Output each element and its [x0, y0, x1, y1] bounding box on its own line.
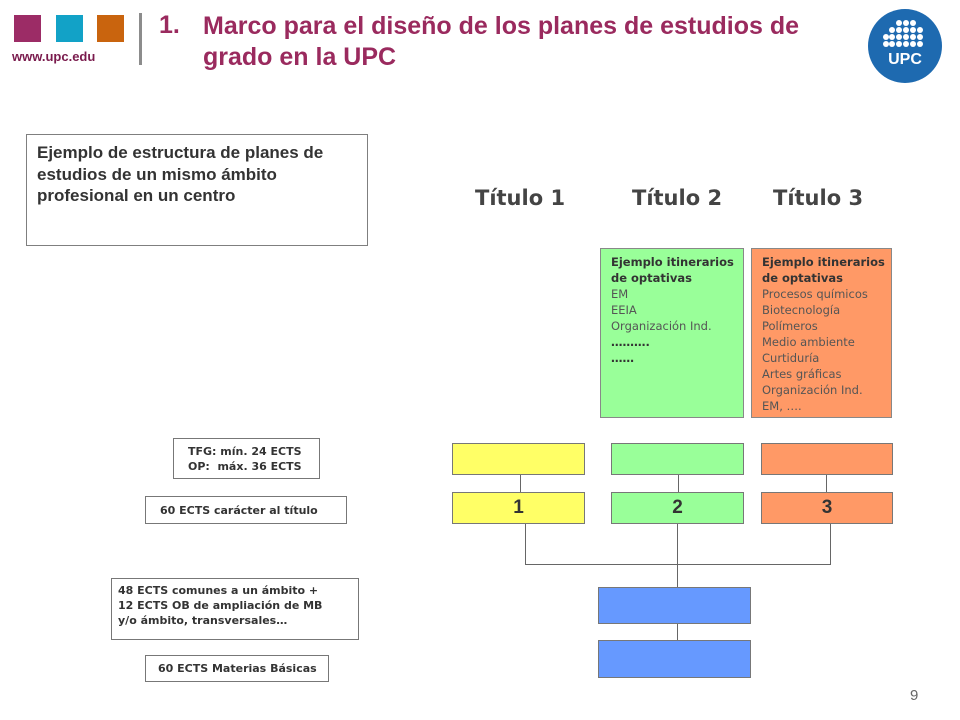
- connector-line: [525, 564, 831, 565]
- itinerario-item: Polímeros: [762, 319, 818, 333]
- itinerario-item: Organización Ind.: [611, 319, 712, 333]
- page-title: Marco para el diseño de los planes de es…: [203, 12, 800, 71]
- comunes-line: y/o ámbito, transversales…: [118, 614, 288, 627]
- brand-square-magenta: [14, 15, 41, 42]
- op-label: OP: máx. 36 ECTS: [188, 460, 302, 473]
- tfg-op-label-box: TFG: mín. 24 ECTS OP: máx. 36 ECTS: [173, 438, 320, 479]
- titulo-3-heading: Título 3: [773, 186, 864, 210]
- titulo-2-optativas-block: [611, 443, 744, 475]
- itinerario-item: Artes gráficas: [762, 367, 842, 381]
- itinerario-item: EM: [611, 287, 629, 301]
- connector-line: [677, 523, 678, 565]
- itinerario-item: Curtiduría: [762, 351, 820, 365]
- connector-line: [525, 523, 526, 565]
- comunes-line: 12 ECTS OB de ampliación de MB: [118, 599, 323, 612]
- itinerario-item: ……: [611, 351, 634, 365]
- itinerarios-heading: de optativas: [611, 271, 692, 285]
- titulo-3-optativas-block: [761, 443, 893, 475]
- itinerario-item: Biotecnología: [762, 303, 841, 317]
- logo-dots-icon: [883, 20, 927, 50]
- connector-line: [520, 474, 521, 492]
- comunes-block: [598, 587, 751, 624]
- itinerario-item: ……….: [611, 335, 650, 349]
- titulo-ects-label: 60 ECTS carácter al título: [145, 496, 347, 524]
- titulo-1-heading: Título 1: [475, 186, 566, 210]
- itinerarios-box-titulo-2: Ejemplo itinerarios de optativas EM EEIA…: [600, 248, 744, 418]
- logo-text: UPC: [888, 51, 922, 68]
- itinerario-item: Procesos químicos: [762, 287, 868, 301]
- site-url[interactable]: www.upc.edu: [12, 49, 96, 64]
- connector-line: [826, 474, 827, 492]
- itinerarios-heading: de optativas: [762, 271, 843, 285]
- connector-line: [677, 623, 678, 641]
- header-divider: [139, 13, 142, 65]
- titulo-1-optativas-block: [452, 443, 585, 475]
- itinerario-item: Medio ambiente: [762, 335, 855, 349]
- titulo-2-heading: Título 2: [632, 186, 723, 210]
- upc-logo: UPC: [868, 9, 942, 83]
- titulo-3-block: 3: [761, 492, 893, 524]
- section-number: 1.: [159, 11, 180, 39]
- titulo-2-block: 2: [611, 492, 744, 524]
- connector-line: [830, 523, 831, 565]
- tfg-label: TFG: mín. 24 ECTS: [188, 445, 302, 458]
- brand-square-cyan: [56, 15, 83, 42]
- itinerario-item: Organización Ind.: [762, 383, 863, 397]
- itinerarios-heading: Ejemplo itinerarios: [611, 255, 734, 269]
- comunes-line: 48 ECTS comunes a un ámbito +: [118, 584, 319, 597]
- page-number: 9: [910, 687, 919, 704]
- itinerarios-box-titulo-3: Ejemplo itinerarios de optativas Proceso…: [751, 248, 892, 418]
- connector-line: [677, 564, 678, 588]
- itinerario-item: EEIA: [611, 303, 637, 317]
- itinerario-item: EM, ….: [762, 399, 802, 413]
- materias-basicas-block: [598, 640, 751, 678]
- brand-square-orange: [97, 15, 124, 42]
- materias-basicas-label: 60 ECTS Materias Básicas: [145, 655, 329, 682]
- comunes-label-box: 48 ECTS comunes a un ámbito + 12 ECTS OB…: [111, 578, 359, 640]
- titulo-1-block: 1: [452, 492, 585, 524]
- connector-line: [678, 474, 679, 492]
- itinerarios-heading: Ejemplo itinerarios: [762, 255, 885, 269]
- description-box: Ejemplo de estructura de planes de estud…: [26, 134, 368, 246]
